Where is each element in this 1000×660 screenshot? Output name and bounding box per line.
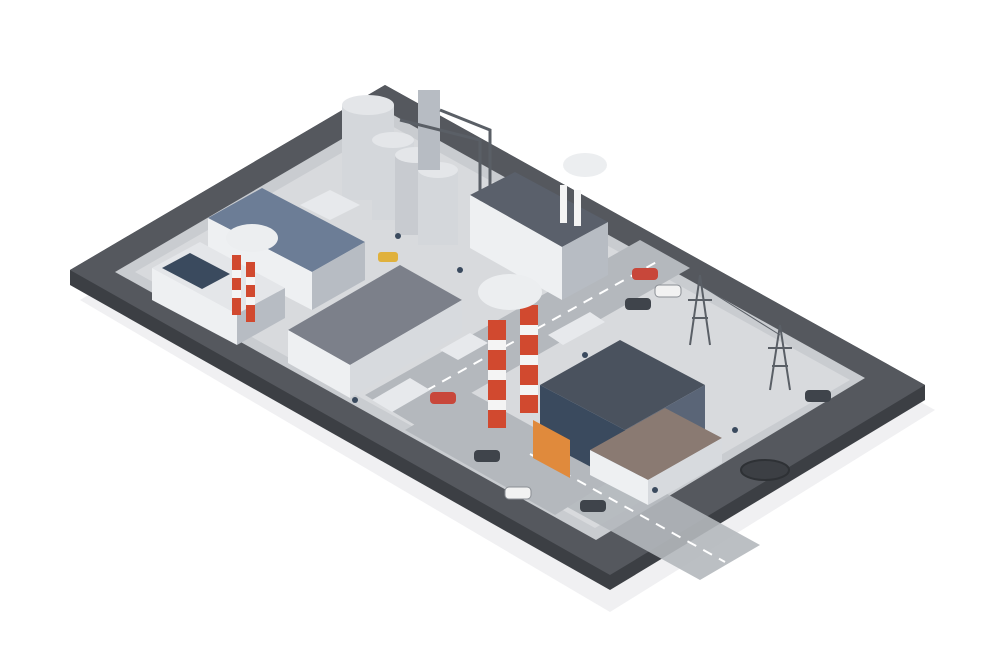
worker [582, 352, 588, 358]
truck-body [548, 312, 605, 345]
pylon [688, 274, 712, 346]
chimney-stripe [232, 290, 241, 298]
chimney [246, 262, 255, 322]
chimney-stripe [232, 270, 241, 278]
silo-tower [418, 90, 440, 170]
worker [457, 267, 463, 273]
chimney-icon [560, 185, 567, 223]
car [504, 486, 532, 500]
warehouse-wall [288, 330, 350, 398]
chimney-stripe [520, 355, 538, 365]
smoke-cloud [226, 224, 278, 252]
smoke-cloud [563, 153, 607, 177]
building-roof [590, 408, 722, 480]
chimney-stripe [520, 385, 538, 395]
silo-top [342, 95, 394, 115]
chimney-stripe [520, 325, 538, 335]
phone-home-button [740, 459, 790, 481]
car [654, 284, 682, 298]
chimney-stripe [488, 370, 506, 380]
car [632, 268, 658, 280]
power-pylon-icon [688, 274, 792, 391]
warehouse-wall-side [312, 242, 365, 310]
worker [352, 397, 358, 403]
chimney-stripe [488, 340, 506, 350]
solar-panel-icon [162, 253, 230, 289]
truck-body [300, 190, 360, 220]
car [430, 392, 456, 404]
building-wall [590, 450, 648, 505]
factory-roof [470, 172, 608, 247]
worker [652, 487, 658, 493]
factory-wall-side [562, 222, 608, 300]
silo-icon [342, 90, 492, 245]
silo-top [372, 132, 414, 148]
pylon [768, 324, 792, 391]
building-wall-side [648, 438, 722, 505]
worker-icon [352, 233, 738, 493]
factory-icon [590, 408, 722, 505]
car [580, 500, 606, 512]
building-wall-side [237, 288, 285, 345]
factory-icon [470, 153, 608, 300]
chimney-stripe [488, 400, 506, 410]
chimney-stripe [246, 277, 255, 285]
chimney-icon [478, 274, 542, 428]
car [805, 390, 831, 402]
building-wall [152, 268, 237, 345]
factory-wall [470, 195, 562, 300]
truck-body [372, 378, 430, 412]
truck-body [440, 333, 488, 360]
warehouse-roof [288, 265, 462, 365]
chimney-icon [226, 224, 278, 322]
car [625, 298, 651, 310]
car [474, 450, 500, 462]
truck-icon [300, 190, 605, 412]
factory-icon [288, 265, 462, 398]
warehouse-roof [208, 188, 365, 272]
smoke-cloud [478, 274, 542, 310]
factory-roof [540, 340, 705, 430]
car-icon [378, 252, 831, 512]
power-line [699, 284, 781, 336]
warehouse-wall-side [350, 300, 462, 398]
worker [732, 427, 738, 433]
factory-annex [533, 420, 570, 478]
chimney-icon [574, 190, 581, 226]
worker [395, 233, 401, 239]
car [378, 252, 398, 262]
chimney [232, 255, 241, 315]
silo-body [418, 170, 458, 245]
chimney-stripe [246, 297, 255, 305]
